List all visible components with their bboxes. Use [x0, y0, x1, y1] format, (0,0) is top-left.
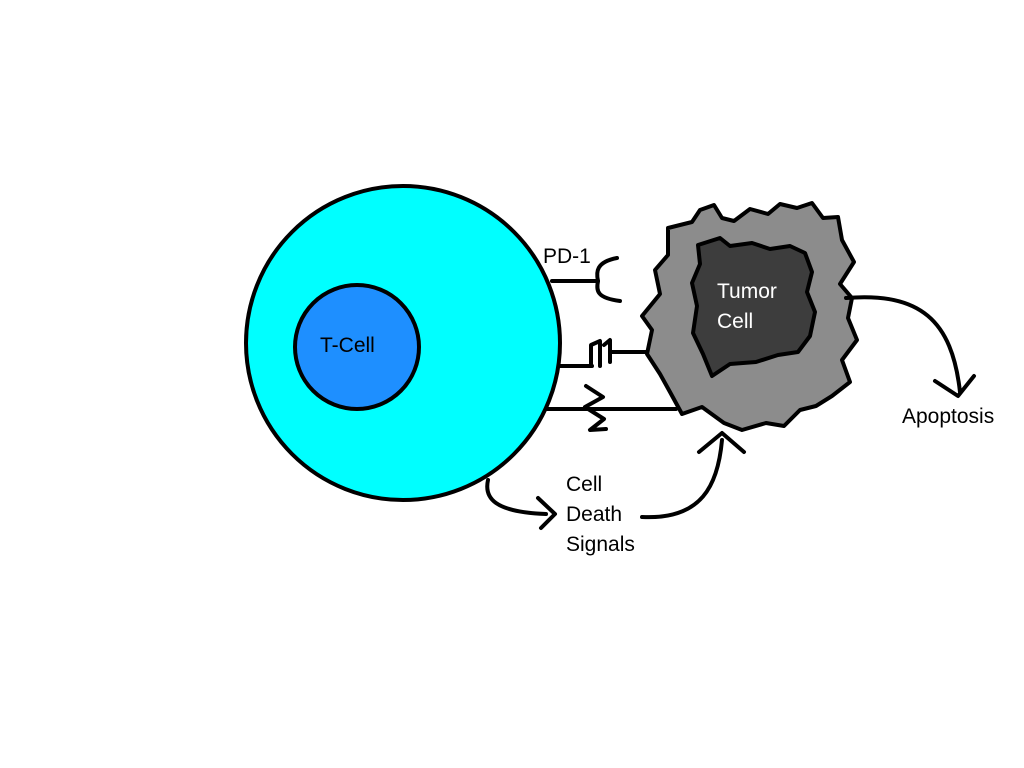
signal-release-arrow — [485, 478, 557, 530]
tumor-cell-nucleus — [690, 236, 817, 378]
mid-receptor-complex — [558, 338, 650, 368]
signals-label-line2: Death — [566, 503, 622, 526]
lower-receptor — [544, 384, 678, 432]
pd1-receptor — [550, 256, 622, 303]
signal-delivery-arrow — [640, 431, 746, 520]
apoptosis-label: Apoptosis — [902, 405, 994, 428]
tumor-label-line2: Cell — [717, 310, 753, 333]
apoptosis-arrow — [844, 295, 976, 398]
t-cell-nucleus — [293, 283, 421, 411]
signals-label-line3: Signals — [566, 533, 635, 556]
tumor-label-line1: Tumor — [717, 280, 777, 303]
t-cell-label: T-Cell — [320, 334, 375, 357]
pd1-label: PD-1 — [543, 245, 591, 268]
signals-label-line1: Cell — [566, 473, 602, 496]
